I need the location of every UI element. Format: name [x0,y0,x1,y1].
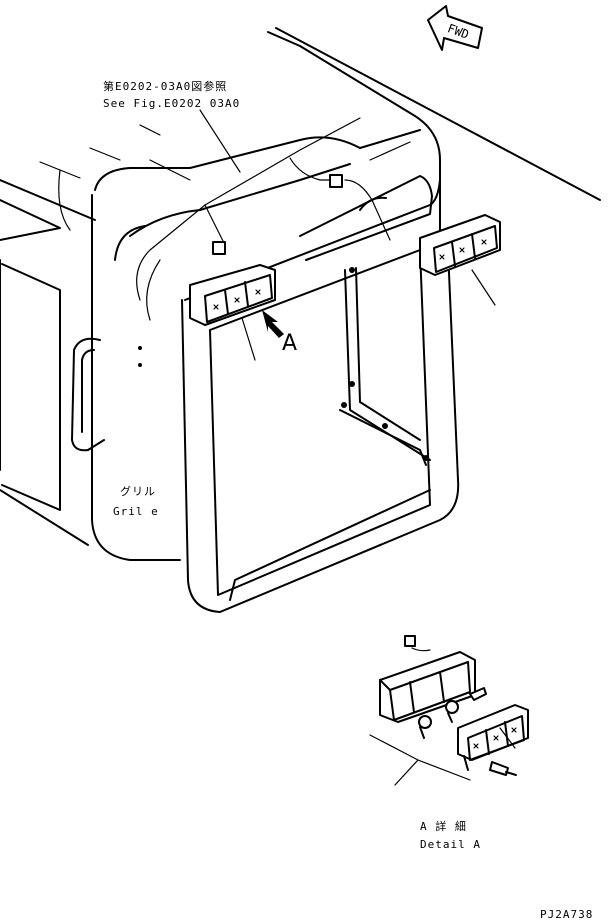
grille-label-en: Gril e [113,505,159,518]
machine-body [0,27,601,561]
rear-lamp-right [419,214,501,306]
reference-label-jp: 第E0202-03A0図参照 [103,79,227,93]
rivet [138,363,142,367]
bolt [423,455,429,461]
detail-a-label-en: Detail A [420,838,481,851]
view-arrow-a: A [262,310,297,356]
rear-lamp-left [189,264,276,361]
bolt [382,423,388,429]
detail-a-view [369,635,529,786]
bolt [341,402,347,408]
rivet [138,346,142,350]
bolt [349,381,355,387]
wire-harness [136,117,361,321]
detail-a-label-jp: A 詳 細 [420,819,467,833]
grille-frame [181,157,460,613]
drawing-number: PJ2A738 [540,908,593,921]
reference-leader [199,109,241,173]
view-a-label: A [282,331,297,356]
grille-label-jp: グリル [120,484,156,498]
fwd-arrow: FWD [427,5,483,51]
reference-label-en: See Fig.E0202 03A0 [103,97,240,110]
bolt [349,267,355,273]
fwd-label: FWD [446,21,471,42]
